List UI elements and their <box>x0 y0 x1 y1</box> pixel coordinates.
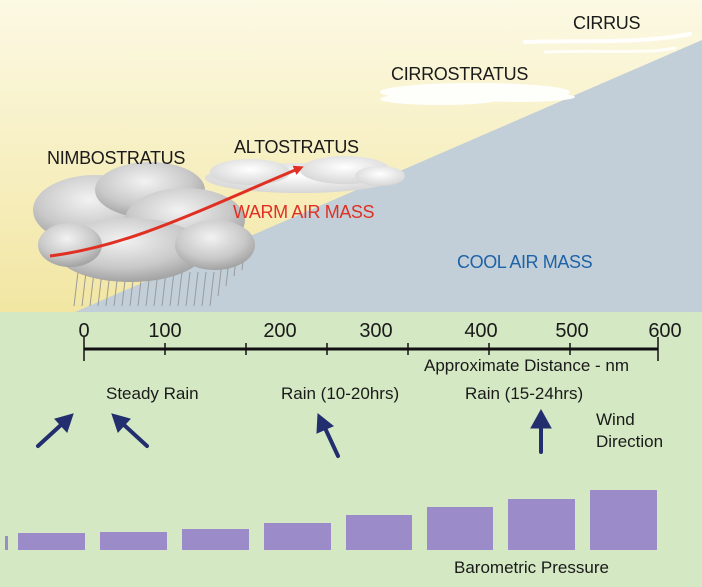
wind-direction-label-line1: Wind <box>596 410 635 429</box>
barometric-pressure-label: Barometric Pressure <box>454 558 609 577</box>
pressure-bar <box>346 515 412 550</box>
distance-tick-0: 0 <box>78 320 90 342</box>
wind-arrow-northwest-2 <box>316 413 340 458</box>
distance-tick-200: 200 <box>263 320 297 342</box>
distance-tick-400: 400 <box>464 320 498 342</box>
warm-air-mass-label: WARM AIR MASS <box>233 202 375 222</box>
altostratus-cloud <box>205 156 405 193</box>
distance-axis-label: Approximate Distance - nm <box>424 356 630 375</box>
pressure-bar <box>18 533 85 550</box>
rain-10-20hrs-label: Rain (10-20hrs) <box>281 384 400 403</box>
steady-rain-label: Steady Rain <box>106 384 199 403</box>
pressure-bar <box>508 499 575 550</box>
altostratus-label: ALTOSTRATUS <box>234 137 359 157</box>
pressure-bar <box>100 532 167 550</box>
distance-tick-100: 100 <box>148 320 182 342</box>
cirrus-cloud <box>523 32 692 54</box>
pressure-bar <box>590 490 657 550</box>
cirrostratus-label: CIRROSTRATUS <box>391 64 529 84</box>
pressure-bar <box>5 536 8 550</box>
nimbostratus-cloud <box>33 162 255 282</box>
distance-tick-300: 300 <box>359 320 393 342</box>
wind-arrow-northwest-1 <box>111 413 149 448</box>
pressure-bar <box>264 523 331 550</box>
pressure-bar <box>427 507 493 550</box>
wind-arrow-northeast <box>36 413 74 448</box>
nimbostratus-label: NIMBOSTRATUS <box>47 148 186 168</box>
rain-15-24hrs-label: Rain (15-24hrs) <box>465 384 584 403</box>
warm-air-arrow <box>49 165 304 258</box>
pressure-bars <box>5 490 657 550</box>
pressure-bar <box>182 529 249 550</box>
cool-air-mass-label: COOL AIR MASS <box>457 252 593 272</box>
distance-tick-600: 600 <box>648 320 682 342</box>
cirrus-label: CIRRUS <box>573 13 641 33</box>
wind-direction-label-line2: Direction <box>596 432 664 451</box>
cirrostratus-cloud <box>380 83 575 105</box>
wind-arrow-north <box>530 408 552 454</box>
distance-axis-ticks <box>83 337 659 361</box>
distance-tick-500: 500 <box>555 320 589 342</box>
